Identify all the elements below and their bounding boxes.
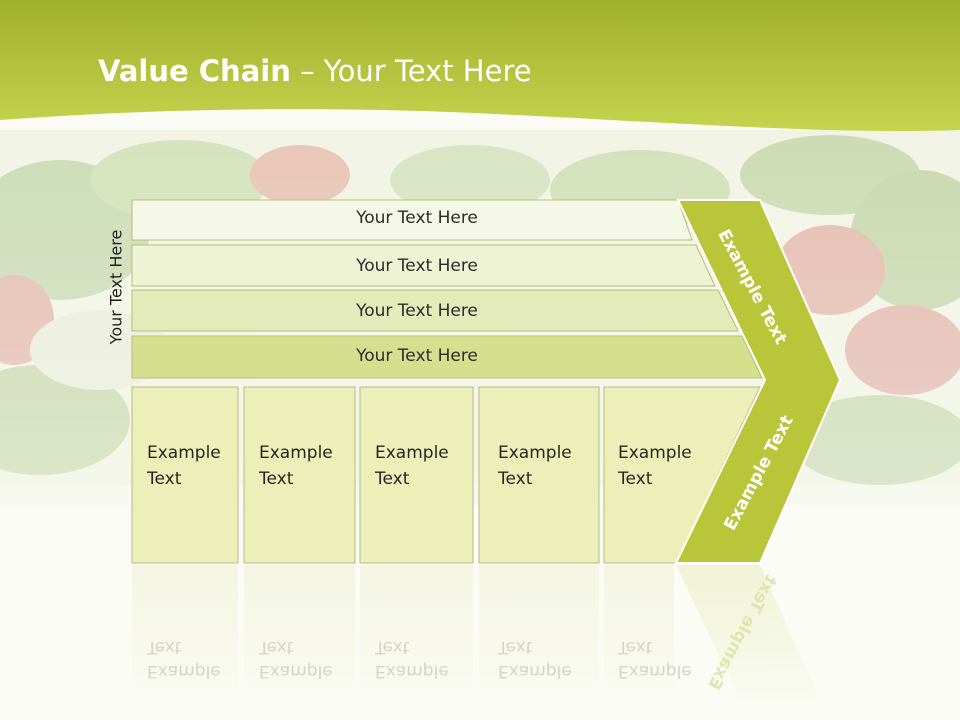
bar-3: [131, 289, 739, 332]
box-2: [243, 386, 356, 564]
box-2-line1: Example: [259, 443, 333, 463]
box-1-line1: Example: [147, 443, 221, 463]
box-5-reflection: Example Text: [618, 635, 692, 683]
bar-4: [131, 335, 763, 379]
box-3: [359, 386, 474, 564]
box-1-reflection: Example Text: [147, 635, 221, 683]
box-5-reflection-line2: Text: [618, 637, 653, 657]
bar-2: [131, 244, 716, 287]
box-2-reflection: Example Text: [259, 635, 333, 683]
box-3-reflection: Example Text: [375, 635, 449, 683]
bar-1: [131, 199, 693, 241]
bar-3-label: Your Text Here: [356, 301, 478, 321]
box-3-reflection-line2: Text: [375, 637, 410, 657]
box-5-line2: Text: [618, 469, 653, 489]
box-1-reflection-line1: Example: [147, 661, 221, 681]
side-label: Your Text Here: [106, 229, 126, 345]
box-4-line1: Example: [498, 443, 572, 463]
box-4: [478, 386, 600, 564]
bar-1-label: Your Text Here: [356, 208, 478, 228]
bar-4-label: Your Text Here: [356, 346, 478, 366]
reflection-fade: [0, 565, 960, 720]
slide-title: Value Chain – Your Text Here: [98, 54, 532, 88]
box-1-reflection-line2: Text: [147, 637, 182, 657]
title-rest: – Your Text Here: [290, 54, 532, 88]
box-2-reflection-line2: Text: [259, 637, 294, 657]
box-4-reflection: Example Text: [498, 635, 572, 683]
header-band: [0, 0, 960, 131]
box-2-line2: Text: [259, 469, 294, 489]
box-4-reflection-line1: Example: [498, 661, 572, 681]
box-5-line1: Example: [618, 443, 692, 463]
box-5-reflection-line1: Example: [618, 661, 692, 681]
box-1: [131, 386, 239, 564]
box-4-reflection-line2: Text: [498, 637, 533, 657]
chevron-arrow: [674, 199, 842, 564]
box-4-line2: Text: [498, 469, 533, 489]
box-1-line2: Text: [147, 469, 182, 489]
box-3-line2: Text: [375, 469, 410, 489]
box-3-reflection-line1: Example: [375, 661, 449, 681]
box-3-line1: Example: [375, 443, 449, 463]
box-2-reflection-line1: Example: [259, 661, 333, 681]
title-bold: Value Chain: [98, 54, 291, 88]
bar-2-label: Your Text Here: [356, 256, 478, 276]
